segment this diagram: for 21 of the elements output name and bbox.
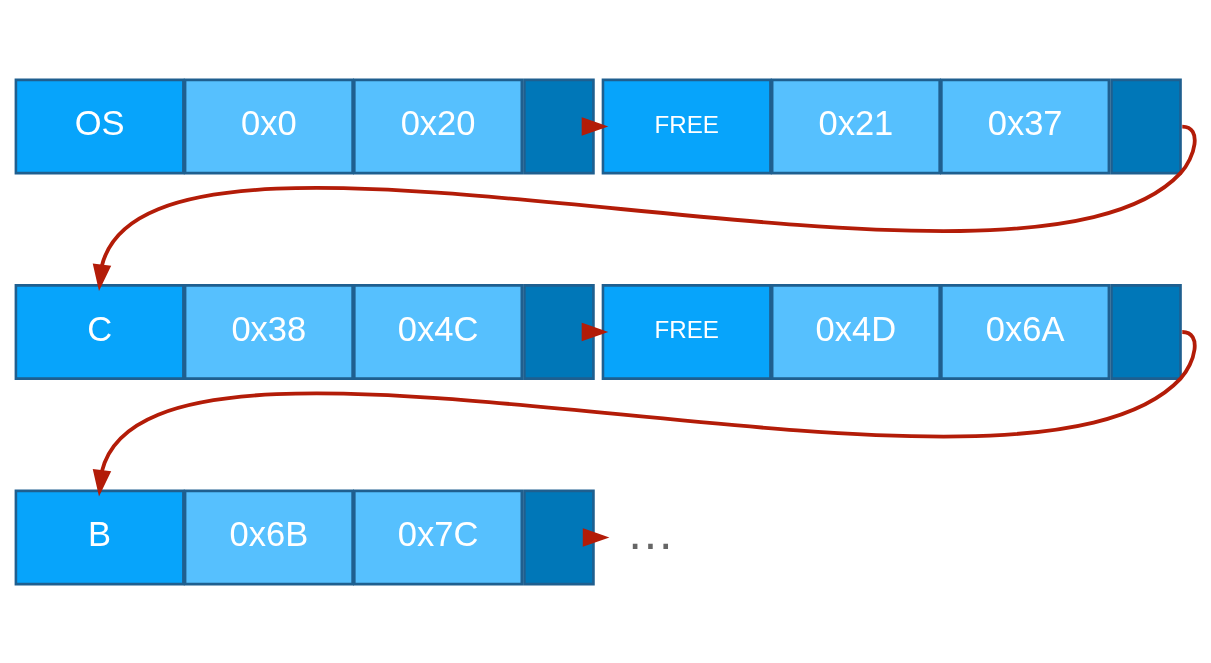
node-box: C xyxy=(14,283,185,380)
node-box: 0x0 xyxy=(183,78,354,174)
node-box: 0x4D xyxy=(770,283,941,380)
node-box: 0x20 xyxy=(353,78,524,174)
node-box: OS xyxy=(14,78,185,174)
arrow xyxy=(581,322,609,341)
node-box: B xyxy=(14,489,185,585)
node-box xyxy=(1110,283,1182,380)
node-box: 0x37 xyxy=(940,78,1111,174)
node-box: 0x21 xyxy=(770,78,941,174)
node-box xyxy=(1110,78,1182,174)
arrow xyxy=(582,527,610,547)
arrow xyxy=(581,116,609,136)
node-box: 0x6B xyxy=(183,489,354,585)
node-box: 0x6A xyxy=(940,283,1111,380)
node-box: FREE xyxy=(601,78,772,174)
node-box: 0x4C xyxy=(353,283,524,380)
node-text: … xyxy=(626,504,675,559)
node-box: 0x38 xyxy=(183,283,354,380)
node-box: 0x7C xyxy=(353,489,524,585)
node-box: FREE xyxy=(601,283,772,380)
